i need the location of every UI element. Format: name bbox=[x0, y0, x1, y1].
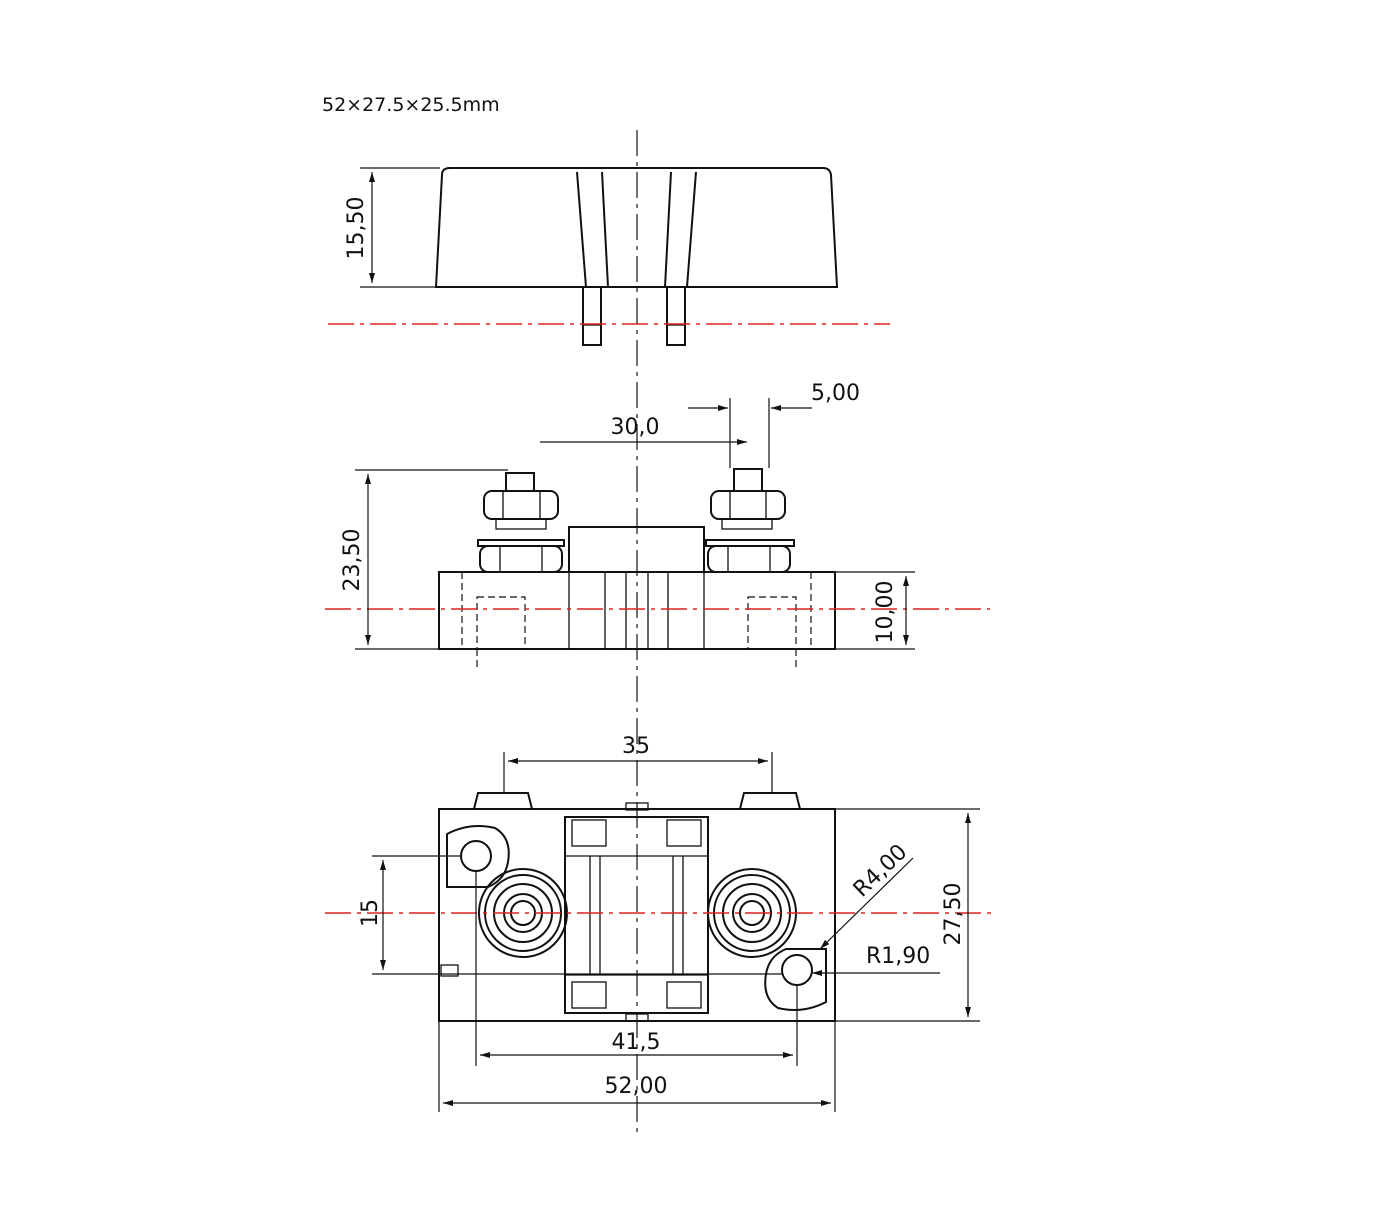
dim-hole-radius: R1,90 bbox=[866, 944, 930, 969]
dim-terminal-width: 5,00 bbox=[811, 381, 860, 406]
terminal-right bbox=[666, 286, 686, 346]
top-view: 15,50 bbox=[328, 167, 890, 346]
dim-overall-length: 52,00 bbox=[605, 1074, 668, 1099]
terminal-left bbox=[582, 286, 602, 346]
dim-outer-radius: R4,00 bbox=[849, 840, 913, 903]
size-note: 52×27.5×25.5mm bbox=[322, 94, 500, 116]
dim-base-height: 10,00 bbox=[873, 581, 898, 644]
front-view: 5,00 30,0 23,50 10,00 bbox=[325, 381, 990, 670]
top-cover-outline bbox=[434, 167, 839, 288]
dim-overall-depth: 27,50 bbox=[941, 883, 966, 946]
dim-top-height: 15,50 bbox=[344, 197, 369, 260]
plan-view: 35 15 R4,00 R1,90 27,50 41,5 52,00 bbox=[325, 734, 995, 1112]
stud-left bbox=[477, 472, 565, 573]
dim-tab-spacing: 35 bbox=[622, 734, 650, 759]
dim-vertical-hole-spacing: 15 bbox=[358, 899, 383, 927]
dim-mount-hole-spacing: 41,5 bbox=[612, 1030, 661, 1055]
dim-front-total-height: 23,50 bbox=[340, 529, 365, 592]
dim-stud-spacing: 30,0 bbox=[611, 415, 660, 440]
mount-hole-right bbox=[781, 954, 813, 986]
stud-right bbox=[705, 468, 795, 573]
mount-hole-left bbox=[460, 840, 492, 872]
